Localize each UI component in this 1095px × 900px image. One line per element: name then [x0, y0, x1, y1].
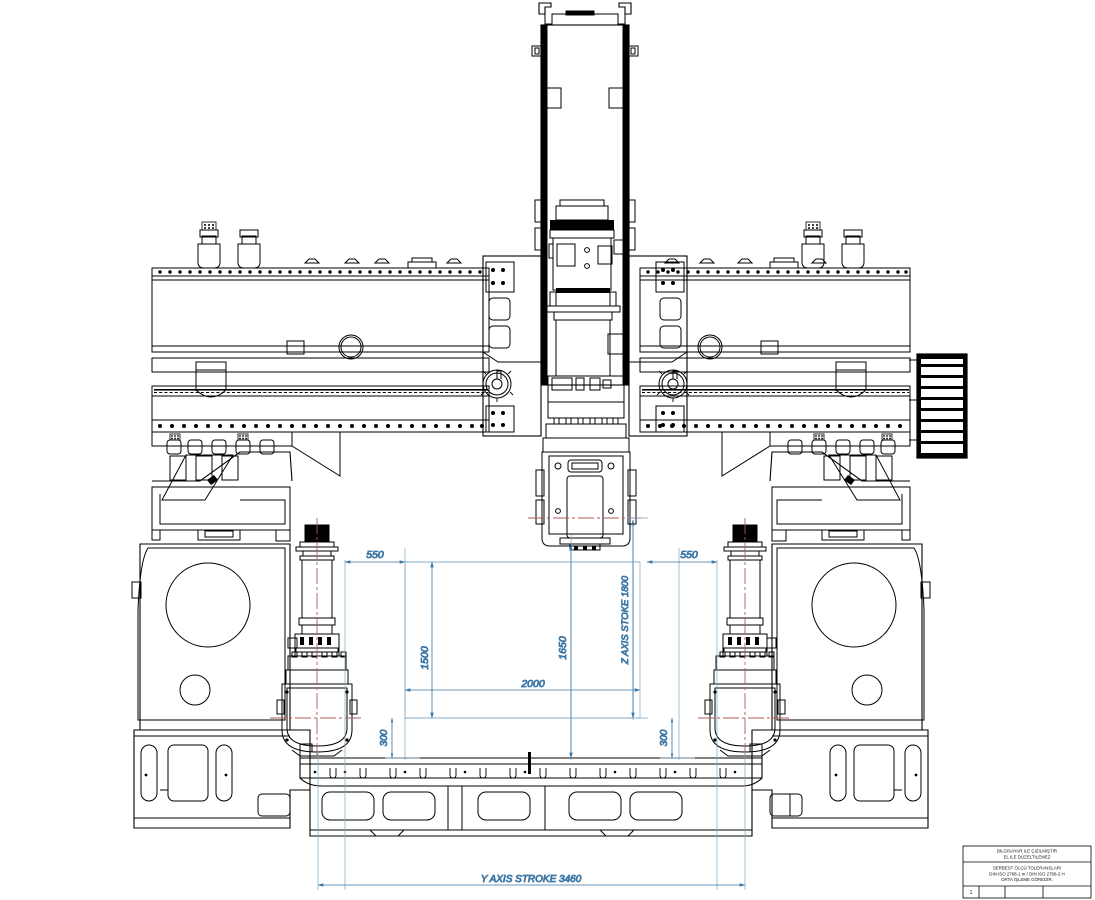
title-block-note-line-2: EL ILE DÜZELTILEMEZ [1004, 854, 1051, 859]
left-column-upright [131, 431, 341, 829]
title-block-note-line-1: BILGISAYAR ILE ÇIZILMIŞTIR [997, 849, 1057, 854]
dimension-y-axis-stroke: Y AXIS STROKE 3460 [317, 752, 746, 890]
dimension-550-left-label: 550 [366, 549, 384, 561]
dimension-550-right: 550 [646, 549, 718, 564]
dimension-2000: 2000 [404, 678, 641, 692]
dimension-1500-label: 1500 [419, 646, 431, 670]
title-block-tolerance-line-1: SERBEST ÖLÇÜ TOLERANSLARI [993, 866, 1061, 871]
right-column-upright [721, 431, 931, 829]
machine-bed-table [257, 743, 803, 837]
work-envelope-outline [404, 561, 641, 719]
dimension-300-left: 300 [379, 717, 394, 759]
dimension-1500: 1500 [419, 561, 434, 719]
crossbeam-gantry [151, 257, 911, 433]
dimension-y-axis-stroke-label: Y AXIS STROKE 3460 [481, 874, 582, 885]
title-block-tolerance-line-2: DIN ISO 2768-1 m / DIN ISO 2768-2 H [989, 871, 1064, 876]
dimension-300-right-label: 300 [659, 729, 670, 746]
title-block: BILGISAYAR ILE ÇIZILMIŞTIR EL ILE DÜZELT… [962, 845, 1092, 899]
machine-geometry [131, 2, 968, 837]
centerlines [270, 517, 792, 760]
dimension-300-right: 300 [659, 717, 674, 759]
ram-saddle-blocks [480, 255, 690, 437]
dimension-2000-label: 2000 [520, 678, 545, 690]
dimension-z-axis-stroke: Z AXIS STOKE 1800 [620, 519, 635, 719]
dimension-550-right-label: 550 [680, 549, 698, 561]
title-block-revision-cell: 1 [970, 890, 973, 896]
dimension-300-left-label: 300 [379, 729, 390, 746]
spindle-head-assembly [535, 199, 637, 551]
dimension-550-left: 550 [344, 549, 406, 564]
dimension-z-axis-stroke-label: Z AXIS STOKE 1800 [620, 575, 631, 665]
vertical-ram-column [531, 2, 639, 386]
title-block-tolerance-line-3: ORTA İŞLEME GÖREDİR. [1001, 877, 1053, 882]
access-ladder [909, 353, 968, 459]
dimension-1650-label: 1650 [557, 636, 569, 660]
dimension-annotations: 550 550 1500 1650 Z AXIS STOKE 1800 2000 [317, 517, 746, 890]
dimension-1650: 1650 [557, 544, 573, 759]
lubrication-units [197, 221, 865, 269]
